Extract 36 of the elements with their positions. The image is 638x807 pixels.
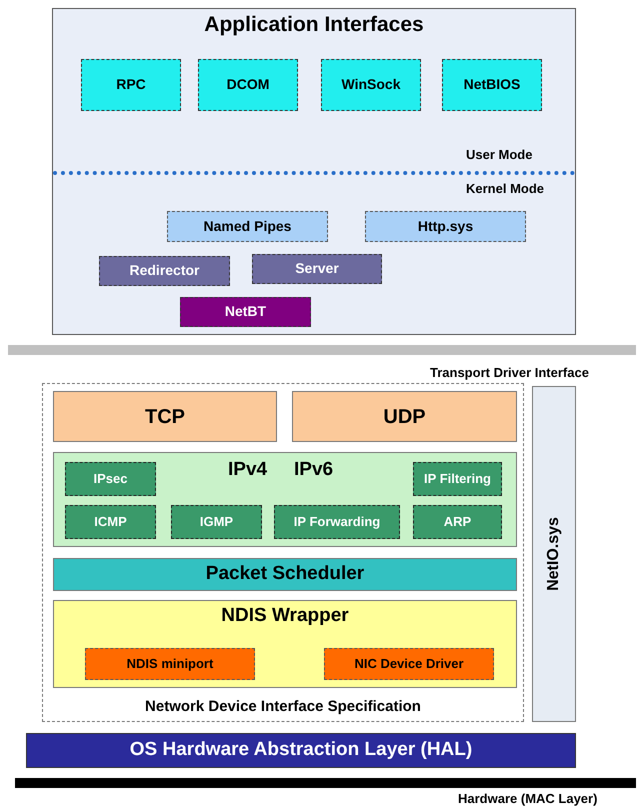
- vertical-bar: [532, 386, 576, 722]
- layer-label: User Mode: [466, 147, 532, 162]
- component-box: Server: [252, 254, 382, 284]
- layer-label: Transport Driver Interface: [430, 365, 589, 380]
- layer-label: Kernel Mode: [466, 181, 544, 196]
- component-box: NDIS miniport: [85, 648, 255, 680]
- component-box: Packet Scheduler: [53, 558, 517, 591]
- component-box: IP Filtering: [413, 462, 502, 496]
- component-box: UDP: [292, 391, 517, 442]
- dashed-frame: [42, 383, 524, 722]
- component-box: NetBIOS: [442, 59, 542, 111]
- layer-title: Network Device Interface Specification: [144, 698, 422, 715]
- component-box: RPC: [81, 59, 181, 111]
- component-box: IPsec: [65, 462, 156, 496]
- layer-title: NDIS Wrapper: [220, 605, 350, 627]
- component-box: ARP: [413, 505, 502, 539]
- component-box: Named Pipes: [167, 211, 328, 242]
- component-box: Http.sys: [365, 211, 526, 242]
- component-box: IGMP: [171, 505, 262, 539]
- layer-title: Application Interfaces: [203, 13, 425, 37]
- component-box: ICMP: [65, 505, 156, 539]
- component-box: IP Forwarding: [274, 505, 400, 539]
- layer-bar: OS Hardware Abstraction Layer (HAL): [26, 733, 576, 768]
- layer-title: IPv6: [294, 459, 334, 481]
- component-box: NetBT: [180, 297, 311, 327]
- component-box: Redirector: [99, 256, 230, 286]
- component-box: TCP: [53, 391, 277, 442]
- component-box: WinSock: [321, 59, 421, 111]
- layer-label: Hardware (MAC Layer): [458, 791, 598, 806]
- component-box: DCOM: [198, 59, 298, 111]
- layer-box: [53, 452, 517, 547]
- layer-title: NetIO.sys: [545, 517, 563, 591]
- component-box: NIC Device Driver: [324, 648, 494, 680]
- panel: [52, 8, 576, 335]
- layer-title: IPv4: [228, 459, 268, 481]
- layer-box: [53, 600, 517, 688]
